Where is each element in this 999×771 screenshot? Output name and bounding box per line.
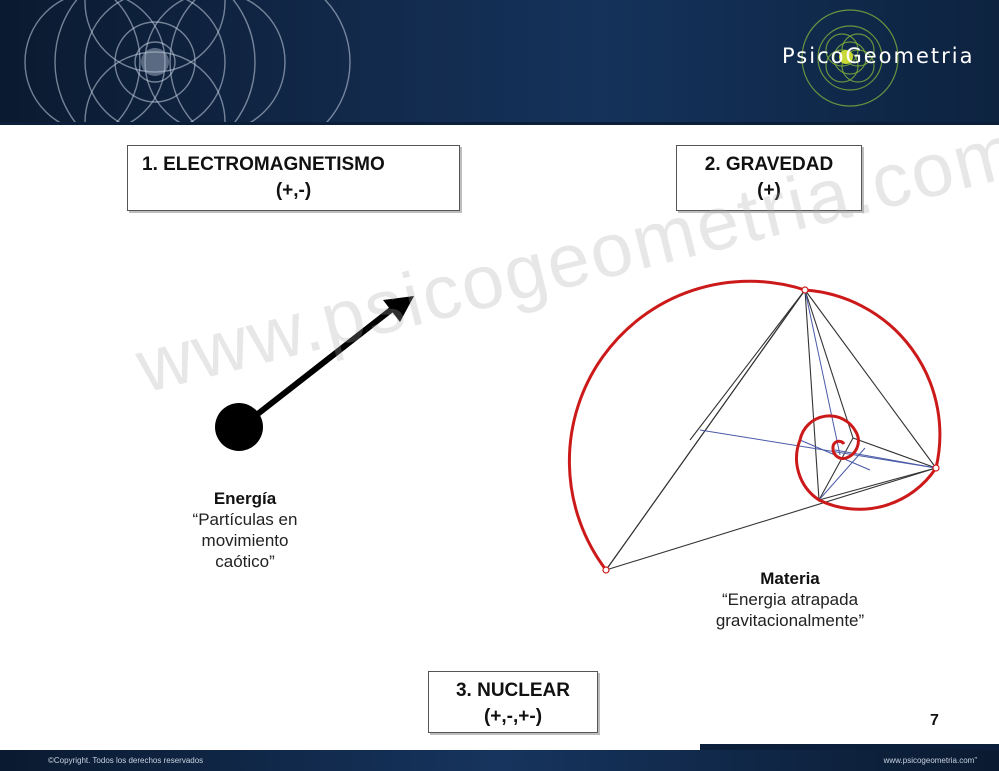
footer-url[interactable]: www.psicogeometria.com”	[883, 756, 977, 765]
slide-footer: ©Copyright. Todos los derechos reservado…	[0, 750, 999, 771]
energy-arrow-head-icon	[383, 296, 414, 322]
spiral-inner-lines	[699, 289, 937, 501]
flower-center-icon	[141, 48, 169, 76]
box-electromagnetismo-signs: (+,-)	[275, 180, 312, 201]
box-nuclear: 3. NUCLEAR (+,-,+-)	[428, 671, 598, 733]
spiral-vertex-dot	[602, 566, 610, 574]
energia-line: movimiento	[201, 531, 289, 550]
energia-line: “Partículas en	[192, 510, 298, 529]
spiral-vertex-dot	[801, 286, 809, 294]
box-nuclear-signs: (+,-,+-)	[483, 706, 543, 727]
energia-line: caótico”	[215, 552, 275, 571]
golden-spiral	[567, 279, 942, 571]
footer-copyright: ©Copyright. Todos los derechos reservado…	[48, 756, 204, 765]
box-nuclear-title: 3. NUCLEAR	[455, 680, 570, 701]
materia-line: “Energia atrapada	[721, 590, 859, 609]
logo-flower-icon	[801, 9, 899, 107]
spiral-vertex-dot	[932, 464, 940, 472]
footer-divider	[700, 744, 999, 750]
page-number: 7	[930, 712, 939, 729]
energy-arrow-shaft	[248, 303, 398, 423]
spiral-triangles	[605, 289, 937, 571]
header-divider	[0, 122, 999, 125]
box-electromagnetismo: 1. ELECTROMAGNETISMO (+,-)	[127, 145, 460, 211]
box-gravedad-signs: (+)	[757, 180, 781, 201]
box-gravedad-title: 2. GRAVEDAD	[704, 154, 834, 175]
materia-caption: Materia “Energia atrapada gravitacionalm…	[670, 568, 910, 631]
logo-dot-icon	[839, 50, 853, 64]
materia-title: Materia	[760, 569, 820, 588]
materia-line: gravitacionalmente”	[715, 611, 865, 630]
energia-title: Energía	[213, 489, 277, 508]
energia-caption: Energía “Partículas en movimiento caótic…	[160, 488, 330, 572]
slide-header: PsicoGeometria	[0, 0, 999, 122]
box-gravedad: 2. GRAVEDAD (+)	[676, 145, 862, 211]
particle-dot-icon	[215, 403, 263, 451]
logo-text: PsicoGeometria	[782, 44, 975, 68]
header-circles-decoration	[24, 0, 899, 122]
box-electromagnetismo-title: 1. ELECTROMAGNETISMO	[142, 154, 385, 175]
